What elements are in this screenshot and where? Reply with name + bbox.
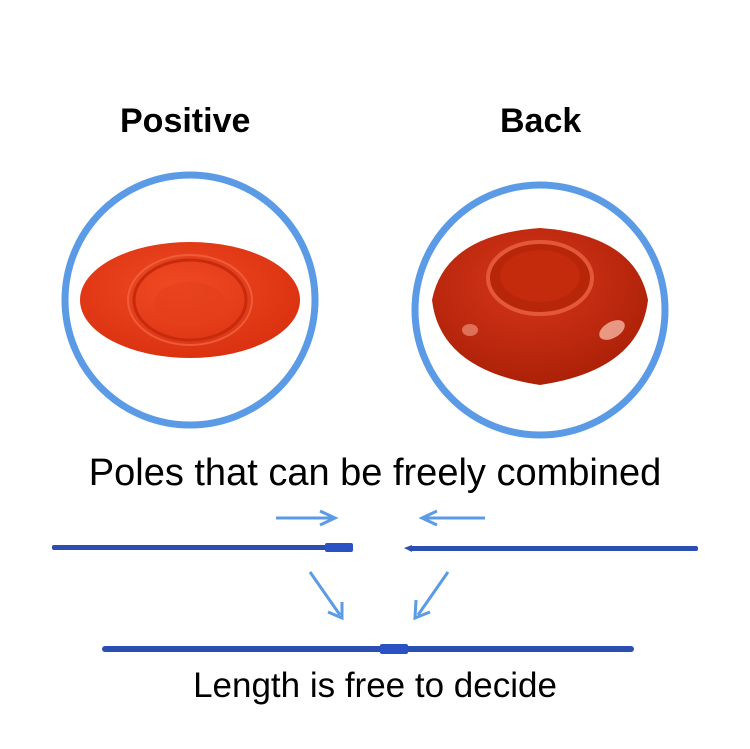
front-plate-center — [154, 282, 226, 326]
arrow-icon — [276, 509, 485, 621]
length-caption: Length is free to decide — [193, 666, 557, 705]
back-plate-group — [411, 181, 669, 439]
left-pole-joint — [325, 543, 353, 552]
positive-label: Positive — [120, 102, 251, 140]
combined-pole-joint — [380, 644, 408, 654]
left-pole — [52, 545, 327, 550]
right-pole — [410, 546, 698, 551]
combined-pole — [102, 644, 634, 654]
front-plate-group — [61, 171, 319, 429]
front-plate-rim-inner — [132, 258, 248, 342]
pole-icon — [52, 543, 698, 552]
front-plate-rim-outer — [127, 254, 253, 346]
back-plate-highlight — [599, 320, 625, 340]
back-plate-highlight-2 — [462, 324, 478, 336]
right-pole-tip — [404, 545, 412, 552]
poles-caption: Poles that can be freely combined — [88, 452, 662, 494]
back-plate-foot-inner — [500, 250, 580, 302]
back-label: Back — [500, 102, 582, 140]
